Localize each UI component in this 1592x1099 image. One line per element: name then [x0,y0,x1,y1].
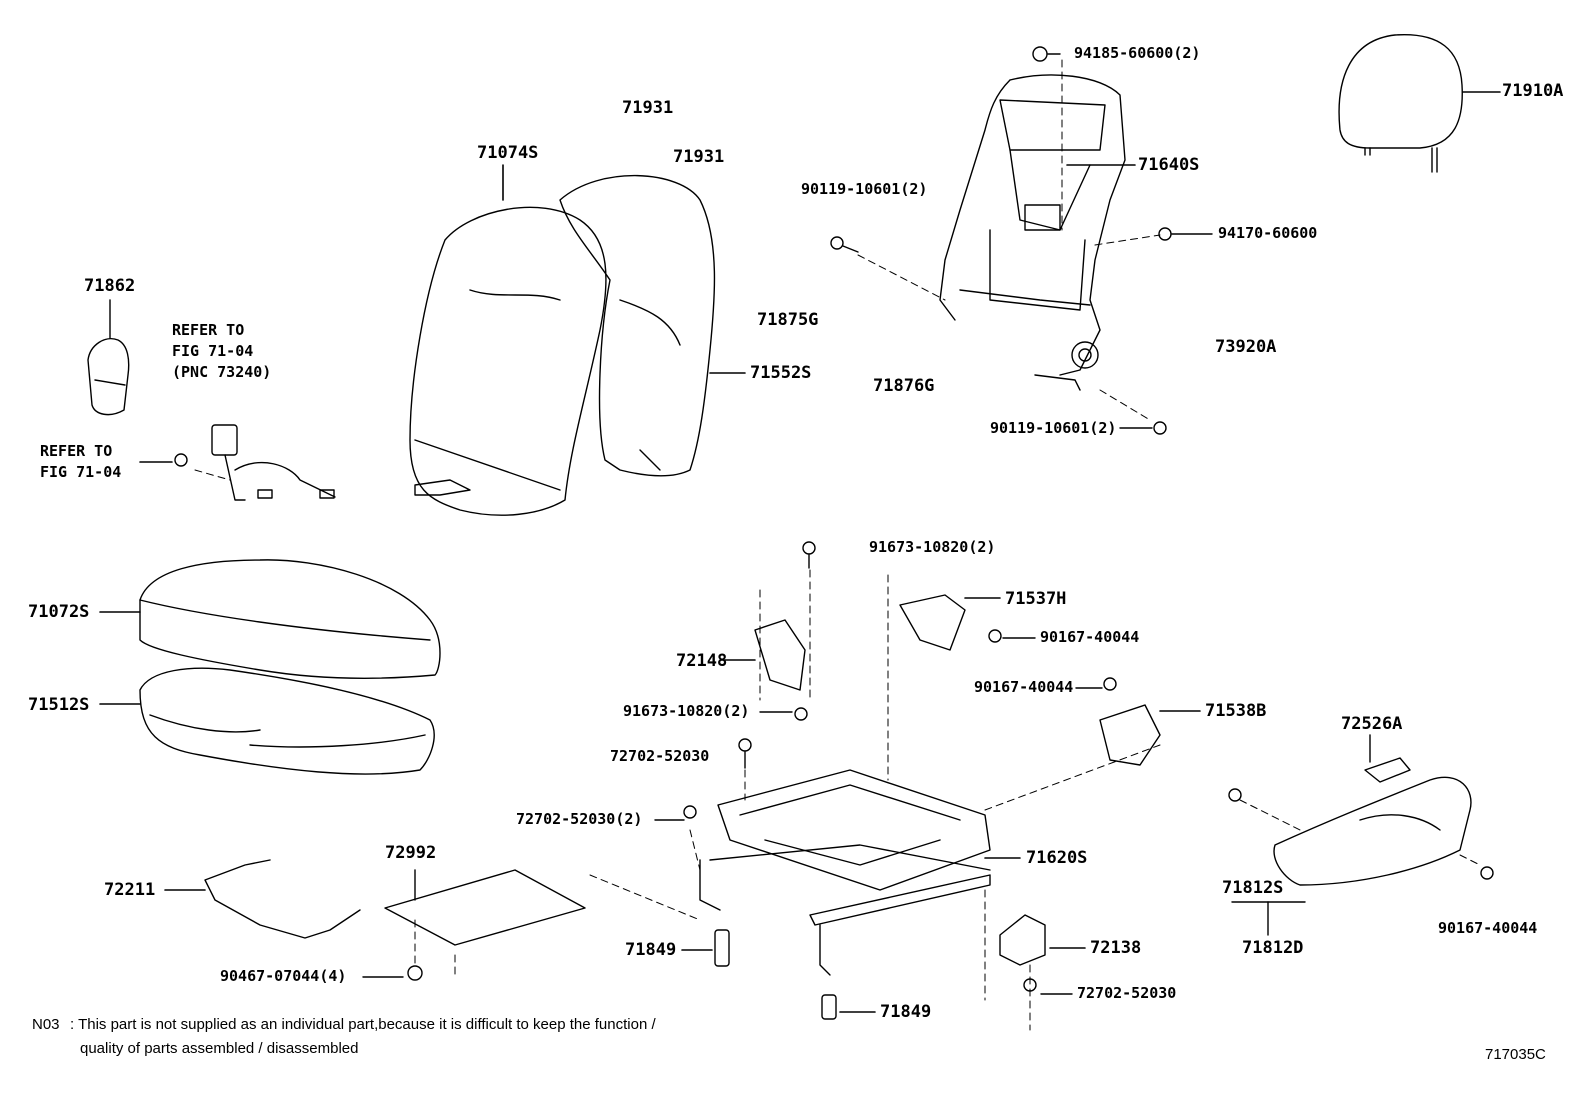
label-72138: 72138 [1090,938,1142,958]
label-72211: 72211 [104,880,156,900]
refer-line-2: FIG 71-04 [40,463,122,481]
label-71910A: 71910A [1502,81,1564,101]
refer-line-1: REFER TO [40,442,113,460]
label-71849-lower: 71849 [880,1002,932,1022]
headrest-drawing [1338,33,1501,173]
seatback-cover-drawing [409,164,607,516]
seatback-frame-drawing [939,74,1136,391]
label-71512S: 71512S [28,695,90,715]
label-91673-10820-lower: 91673-10820(2) [623,702,750,720]
harness-drawing [164,859,361,939]
label-72702-52030-b: 72702-52030(2) [516,810,643,828]
label-73920A: 73920A [1215,337,1277,357]
brackets-drawing [719,594,1201,766]
label-72526A: 72526A [1341,714,1403,734]
label-71812S: 71812S [1222,878,1284,898]
label-71552S: 71552S [750,363,812,383]
pins-71849-drawing [681,929,876,1020]
cover-72138-drawing [999,914,1086,966]
refer-line-3: (PNC 73240) [172,363,272,381]
label-94185-60600: 94185-60600(2) [1074,44,1201,62]
dashed-leader-lines [194,59,1481,1031]
side-shield-drawing [1231,734,1472,936]
label-90167-40044-c: 90167-40044 [1438,919,1538,937]
label-90119-10601-upper: 90119-10601(2) [801,180,928,198]
label-71876G: 71876G [873,376,935,396]
label-72992: 72992 [385,843,437,863]
footnote-line-1: : This part is not supplied as an indivi… [70,1016,656,1033]
footnote-line-2: quality of parts assembled / disassemble… [80,1040,359,1057]
seatback-pad-drawing [559,174,746,477]
cover-71862-drawing [87,299,130,416]
label-71875G: 71875G [757,310,819,330]
label-71931-lower: 71931 [673,147,725,167]
label-72702-52030-c: 72702-52030 [1077,984,1177,1002]
mat-drawing [384,869,586,946]
label-71931-upper: 71931 [622,98,674,118]
label-90467-07044: 90467-07044(4) [220,967,347,985]
cushion-cover-drawing [99,559,441,679]
label-71640S: 71640S [1138,155,1200,175]
label-91673-10820-upper: 91673-10820(2) [869,538,996,556]
label-72148: 72148 [676,651,728,671]
label-71620S: 71620S [1026,848,1088,868]
label-71812D: 71812D [1242,938,1304,958]
refer-line-2: FIG 71-04 [172,342,254,360]
buckle-assembly-drawing [139,424,336,501]
fasteners-drawing [362,46,1494,995]
figure-id: 717035C [1485,1046,1546,1063]
label-90167-40044-a: 90167-40044 [1040,628,1140,646]
cushion-pad-drawing [99,667,435,775]
label-71072S: 71072S [28,602,90,622]
label-90119-10601-lower: 90119-10601(2) [990,419,1117,437]
refer-to-fig-pnc: REFER TO FIG 71-04 (PNC 73240) [172,320,271,383]
refer-to-fig: REFER TO FIG 71-04 [40,441,121,483]
refer-line-1: REFER TO [172,321,245,339]
label-72702-52030-a: 72702-52030 [610,747,710,765]
label-71537H: 71537H [1005,589,1067,609]
label-71538B: 71538B [1205,701,1267,721]
seat-track-drawing [699,769,1021,976]
label-90167-40044-b: 90167-40044 [974,678,1074,696]
label-71862: 71862 [84,276,136,296]
label-71849-upper: 71849 [625,940,677,960]
label-94170-60600: 94170-60600 [1218,224,1318,242]
label-71074S: 71074S [477,143,539,163]
footnote-code: N03 [32,1016,60,1033]
